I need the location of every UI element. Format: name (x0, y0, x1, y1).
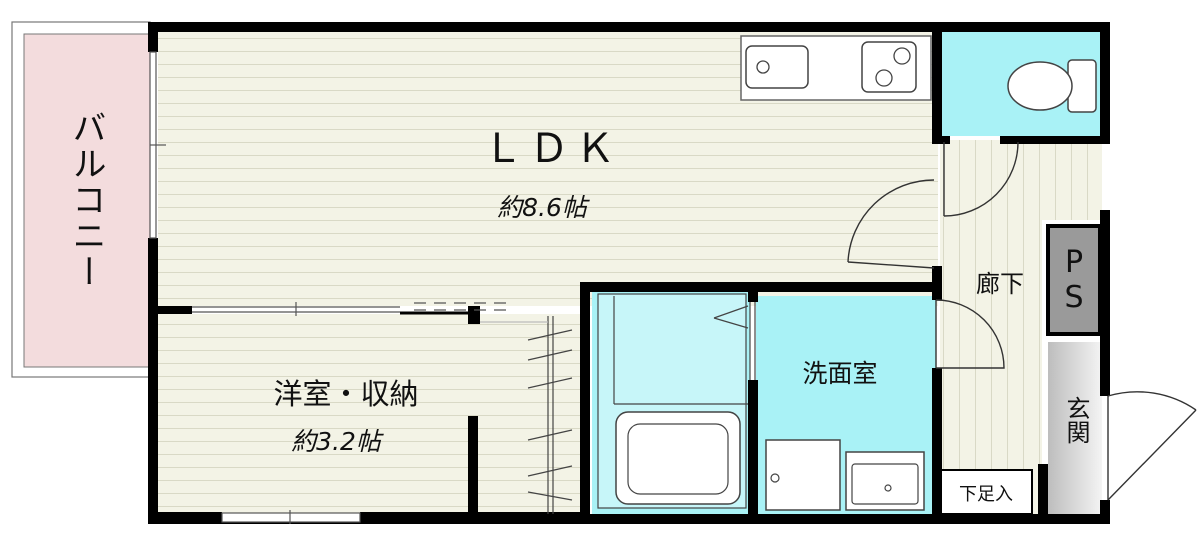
western-room-label: 洋室・収納 (273, 377, 418, 411)
corridor-label: 廊下 (976, 270, 1024, 298)
ldk-window (149, 51, 166, 239)
western-sliding-door (192, 302, 506, 316)
ps-box (1046, 224, 1102, 336)
washroom-label: 洗面室 (802, 359, 877, 388)
vanity (845, 451, 925, 511)
balcony (11, 21, 151, 378)
shoe-box (939, 469, 1033, 515)
toilet-door (943, 141, 1019, 217)
walls (148, 22, 1110, 524)
balcony-label: バルコニー (66, 110, 106, 290)
toilet (1007, 59, 1097, 113)
bath-sliding-door (749, 302, 756, 380)
shoe-box-label: 下足入 (959, 484, 1013, 505)
ldk-area: 約8.6帖 (497, 193, 590, 222)
washroom-door (935, 299, 1005, 369)
bathtub (597, 293, 749, 509)
closet-doors (480, 316, 573, 514)
ldk-label: ＬＤＫ (483, 126, 621, 172)
western-room-area: 約3.2帖 (291, 427, 384, 456)
entrance-door (1107, 391, 1197, 501)
entrance-label: 玄関 (1062, 396, 1090, 444)
kitchen-counter (740, 35, 932, 101)
entrance-floor (1048, 342, 1102, 514)
bottom-window (221, 510, 361, 524)
ldk-door (847, 179, 935, 269)
washer-pan (765, 439, 841, 511)
ps-label: PS (1057, 245, 1092, 315)
corridor-floor-right (1042, 140, 1102, 220)
western-room-floor (158, 314, 584, 514)
